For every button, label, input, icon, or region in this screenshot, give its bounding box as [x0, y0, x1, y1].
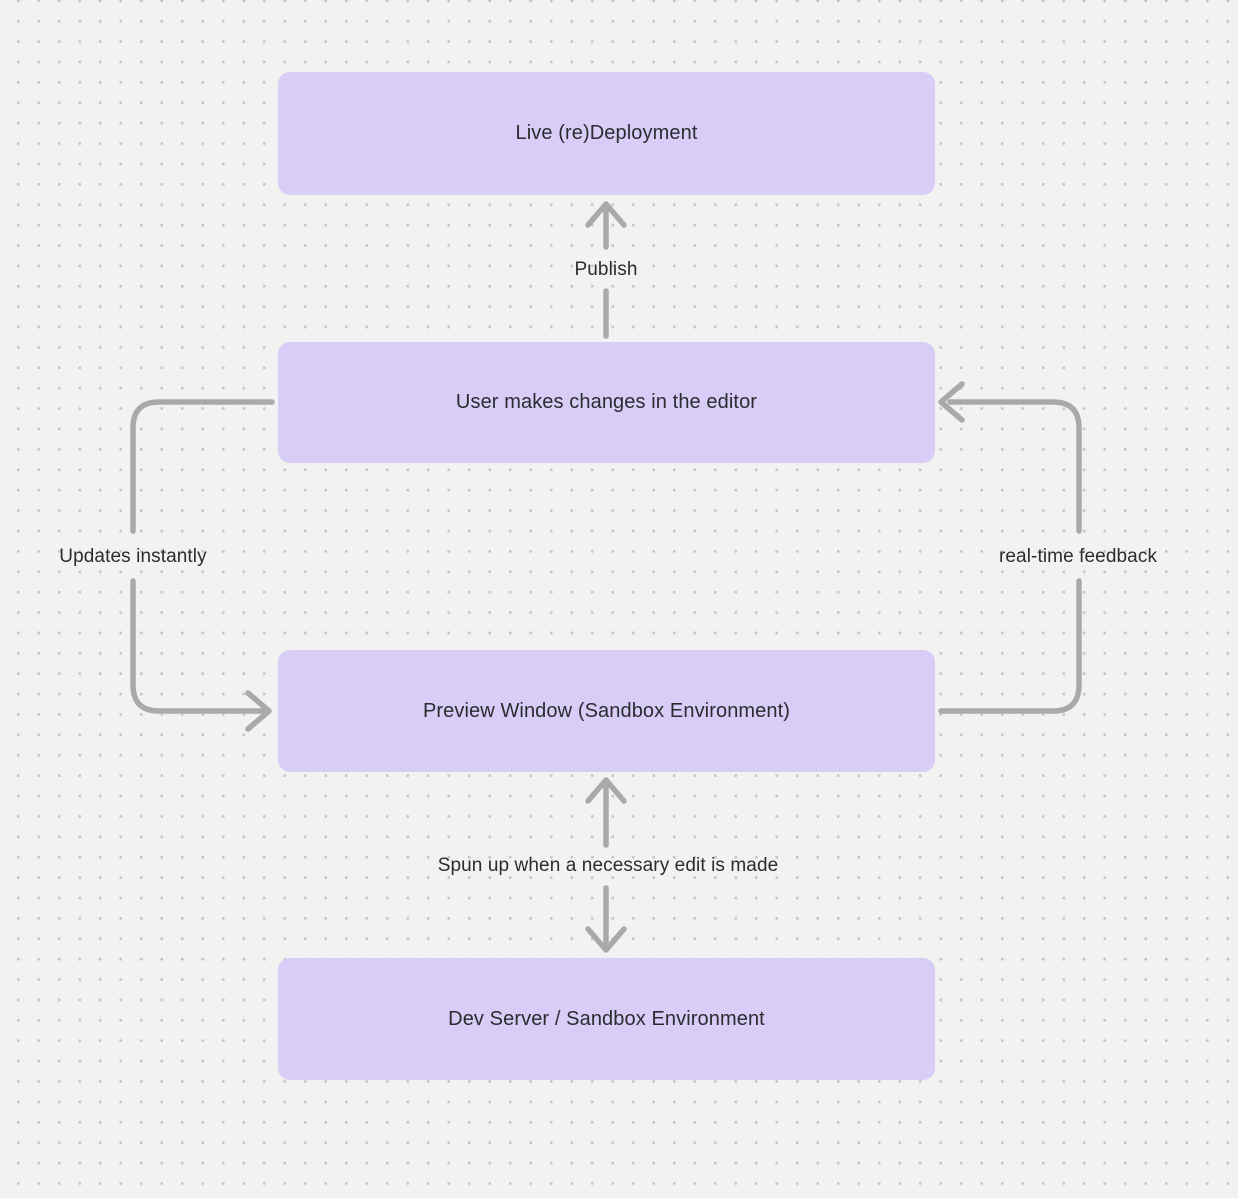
node-label: User makes changes in the editor: [455, 391, 758, 413]
connector-publish[interactable]: [585, 201, 627, 339]
edge-label-publish: Publish: [574, 259, 638, 280]
edge-label-realtime-feedback: real-time feedback: [998, 546, 1158, 567]
edge-label-spun-up: Spun up when a necessary edit is made: [437, 855, 779, 876]
connector-realtime-feedback[interactable]: [938, 381, 1082, 714]
connector-line: [130, 578, 266, 714]
node-dev-server[interactable]: Dev Server / Sandbox Environment: [278, 958, 935, 1080]
connector-updates-instantly[interactable]: [130, 399, 275, 732]
arrowhead-left-icon: [938, 381, 965, 423]
node-editor-changes[interactable]: User makes changes in the editor: [278, 342, 935, 463]
node-preview-window[interactable]: Preview Window (Sandbox Environment): [278, 650, 935, 772]
node-label: Dev Server / Sandbox Environment: [448, 1007, 765, 1030]
arrowhead-up-icon: [585, 777, 627, 804]
node-live-deployment[interactable]: Live (re)Deployment: [278, 72, 935, 195]
connector-line: [947, 399, 1082, 534]
arrowhead-right-icon: [245, 690, 272, 732]
connector-line: [130, 399, 275, 534]
connector-spun-up[interactable]: [585, 777, 627, 953]
arrowhead-up-icon: [585, 201, 627, 228]
arrowhead-down-icon: [585, 926, 627, 953]
node-label: Preview Window (Sandbox Environment): [422, 699, 791, 722]
connector-line: [938, 578, 1082, 714]
node-label: Live (re)Deployment: [515, 122, 698, 144]
edge-label-updates-instantly: Updates instantly: [59, 546, 207, 567]
